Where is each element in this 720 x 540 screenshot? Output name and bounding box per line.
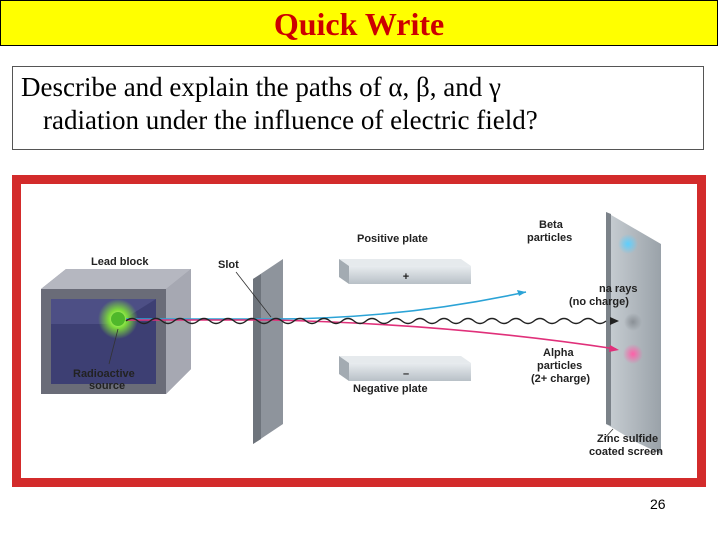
lead-block-label: Lead block (91, 256, 149, 268)
page-number: 26 (650, 496, 666, 512)
question-box: Describe and explain the paths of α, β, … (12, 66, 704, 150)
positive-sign: + (403, 271, 409, 283)
radioactive-source (111, 312, 125, 326)
screen-label-line-1: Zinc sulfide (597, 433, 658, 445)
radioactive-label-line-1: Radioactive (73, 368, 135, 380)
gamma-hit-spot (624, 313, 642, 331)
question-line-2: radiation under the influence of electri… (43, 105, 538, 135)
negative-plate (339, 356, 471, 381)
diagram-frame: + – Lead (12, 175, 706, 487)
radiation-diagram: + – Lead (41, 212, 663, 458)
slide-title: Quick Write (273, 6, 445, 42)
gamma-path (125, 317, 607, 325)
diagram-canvas: + – Lead (21, 184, 697, 478)
alpha-path (126, 319, 617, 350)
beta-hit-spot (618, 234, 638, 254)
beta-label-line-2: particles (527, 232, 572, 244)
zinc-sulfide-screen (606, 212, 661, 454)
slot-label: Slot (218, 259, 239, 271)
alpha-label-line-2: particles (537, 360, 582, 372)
question-line-1: Describe and explain the paths of α, β, … (21, 72, 501, 102)
positive-plate (339, 259, 471, 284)
negative-plate-label: Negative plate (353, 383, 428, 395)
gamma-label-line-1: na rays (599, 283, 638, 295)
title-bar: Quick Write (0, 0, 718, 46)
negative-sign: – (403, 368, 409, 380)
alpha-hit-spot (623, 344, 643, 364)
positive-plate-label: Positive plate (357, 233, 428, 245)
beta-label-line-1: Beta (539, 219, 564, 231)
alpha-label-line-3: (2+ charge) (531, 373, 590, 385)
alpha-label-line-1: Alpha (543, 347, 574, 359)
gamma-label-line-2: (no charge) (569, 296, 629, 308)
screen-label-line-2: coated screen (589, 446, 663, 458)
radioactive-label-line-2: source (89, 380, 125, 392)
beta-path (126, 291, 527, 320)
